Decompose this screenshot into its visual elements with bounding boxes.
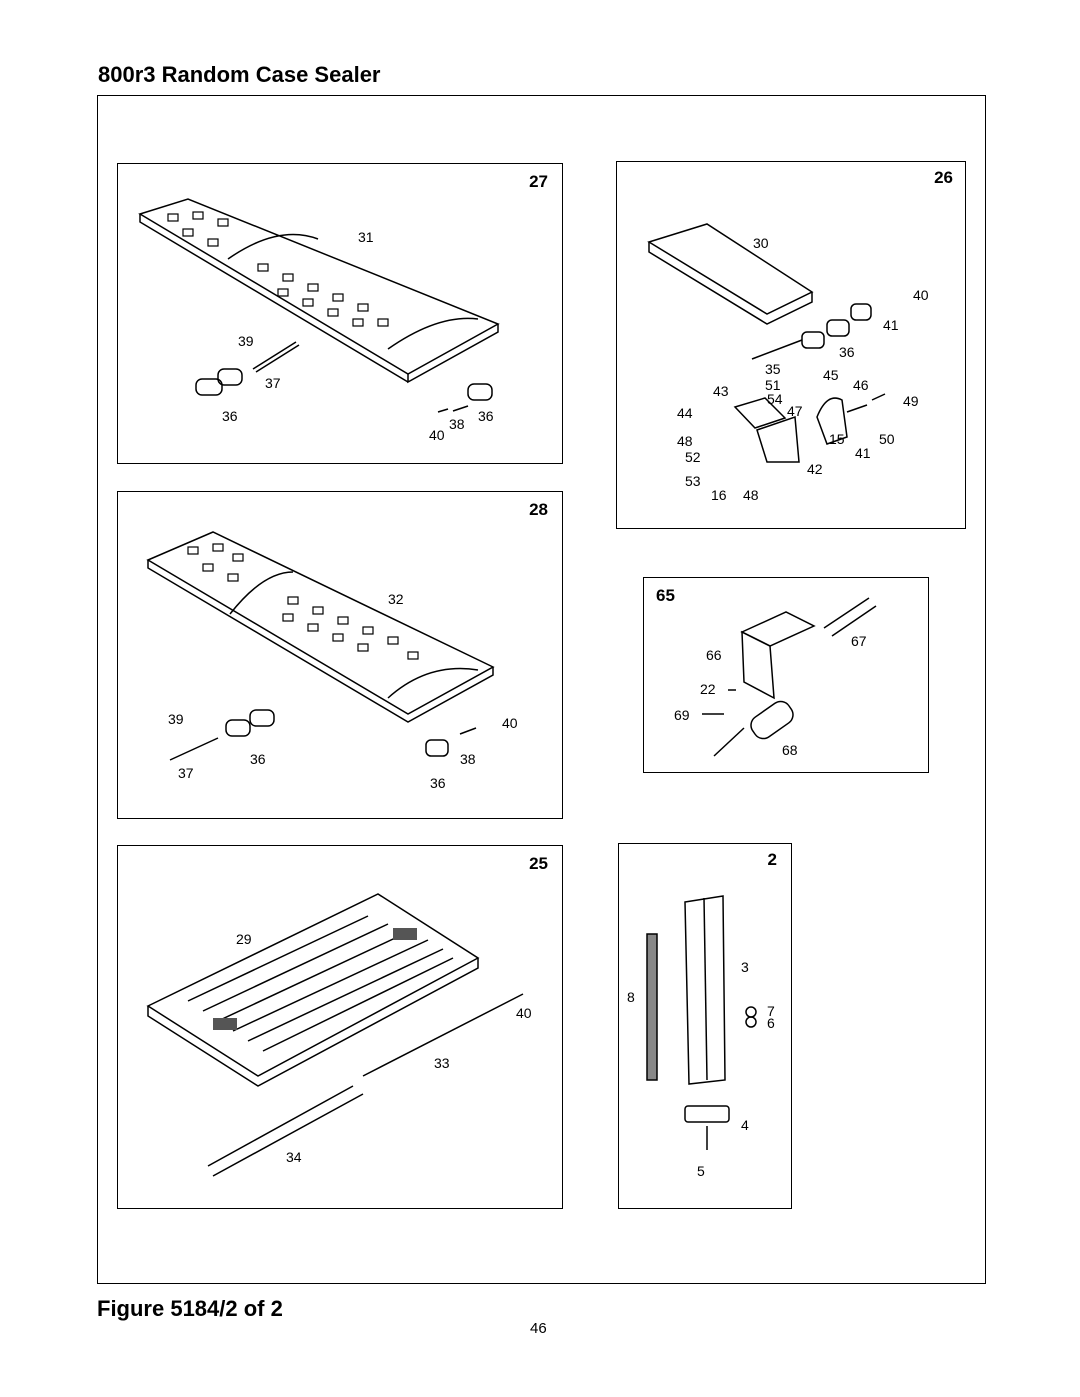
document-title: 800r3 Random Case Sealer: [98, 62, 381, 87]
callout-8: 8: [627, 989, 635, 1005]
callout-68: 68: [782, 742, 798, 758]
callout-53: 53: [685, 473, 701, 489]
callout-40: 40: [429, 427, 445, 443]
callout-38: 38: [460, 751, 476, 767]
callout-66: 66: [706, 647, 722, 663]
panel-2: 2 3 8 7 6 4 5: [618, 843, 792, 1209]
panel-25: 25 29 40 33 34: [117, 845, 563, 1209]
callout-36: 36: [222, 408, 238, 424]
callout-39: 39: [238, 333, 254, 349]
figure-frame: [97, 95, 986, 1284]
callout-6: 6: [767, 1015, 775, 1031]
panel-number: 2: [767, 850, 777, 869]
callout-46: 46: [853, 377, 869, 393]
callout-51: 51: [765, 377, 781, 393]
callout-52: 52: [685, 449, 701, 465]
callout-40: 40: [516, 1005, 532, 1021]
callout-16: 16: [711, 487, 727, 503]
exploded-view-25: 29 40 33 34: [146, 893, 532, 1177]
callout-47: 47: [787, 403, 803, 419]
page-number: 46: [530, 1320, 547, 1337]
callout-67: 67: [851, 633, 867, 649]
callout-36: 36: [430, 775, 446, 791]
exploded-view-27: 31 39 37 36 40 38 36: [138, 198, 500, 443]
callout-42: 42: [807, 461, 823, 477]
callout-36: 36: [839, 344, 855, 360]
callout-49: 49: [903, 393, 919, 409]
callout-37: 37: [178, 765, 194, 781]
callout-7: 7: [767, 1003, 775, 1019]
callout-15: 15: [829, 431, 845, 447]
callout-48: 48: [743, 487, 759, 503]
callout-50: 50: [879, 431, 895, 447]
callout-40: 40: [913, 287, 929, 303]
callout-43: 43: [713, 383, 729, 399]
callout-36: 36: [478, 408, 494, 424]
panel-26: 26 30 40 41 36 35 45 46 43 51 54 47 49 4…: [616, 161, 966, 529]
callout-39: 39: [168, 711, 184, 727]
panel-number: 28: [529, 500, 548, 519]
panel-27: 27 31 39 37 36 40 38: [117, 163, 563, 464]
callout-32: 32: [388, 591, 404, 607]
callout-38: 38: [449, 416, 465, 432]
callout-54: 54: [767, 391, 783, 407]
callout-44: 44: [677, 405, 693, 421]
exploded-view-26: 30 40 41 36 35 45 46 43 51 54 47 49 44 4…: [647, 223, 929, 503]
callout-37: 37: [265, 375, 281, 391]
callout-69: 69: [674, 707, 690, 723]
callout-31: 31: [358, 229, 374, 245]
panel-65: 65 66 67 22 69 68: [643, 577, 929, 773]
panel-number: 65: [656, 586, 675, 605]
callout-34: 34: [286, 1149, 302, 1165]
panel-number: 27: [529, 172, 548, 191]
callout-35: 35: [765, 361, 781, 377]
callout-48: 48: [677, 433, 693, 449]
exploded-view-2: 3 8 7 6 4 5: [627, 895, 775, 1179]
panel-number: 25: [529, 854, 548, 873]
exploded-view-28: 32 39 40 36 38 37 36: [146, 531, 518, 791]
figure-caption: Figure 5184/2 of 2: [97, 1296, 283, 1321]
callout-36: 36: [250, 751, 266, 767]
panel-28: 28 32 39 40 36 38 37 36: [117, 491, 563, 819]
callout-30: 30: [753, 235, 769, 251]
callout-41: 41: [855, 445, 871, 461]
callout-4: 4: [741, 1117, 749, 1133]
callout-22: 22: [700, 681, 716, 697]
callout-29: 29: [236, 931, 252, 947]
callout-3: 3: [741, 959, 749, 975]
panel-number: 26: [934, 168, 953, 187]
callout-45: 45: [823, 367, 839, 383]
callout-33: 33: [434, 1055, 450, 1071]
exploded-view-65: 66 67 22 69 68: [674, 597, 877, 758]
callout-5: 5: [697, 1163, 705, 1179]
callout-41: 41: [883, 317, 899, 333]
callout-40: 40: [502, 715, 518, 731]
